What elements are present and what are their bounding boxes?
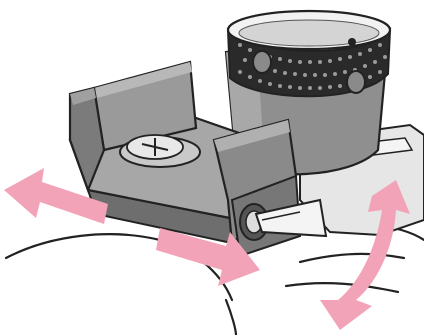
illustration-canvas [0,0,424,335]
